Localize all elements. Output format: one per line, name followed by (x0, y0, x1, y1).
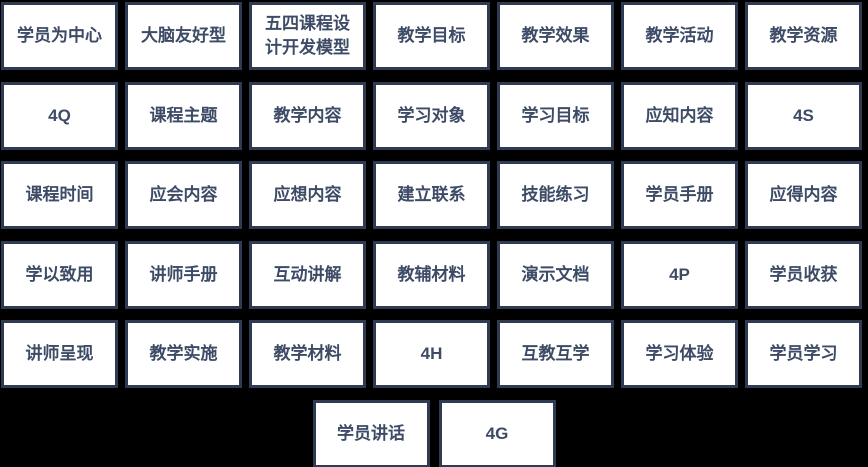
card-label: 大脑友好型 (141, 26, 226, 46)
card[interactable]: 应知内容 (621, 81, 738, 150)
card-label: 讲师呈现 (25, 344, 94, 364)
card[interactable]: 五四课程设 计开发模型 (249, 2, 366, 70)
card[interactable]: 教辅材料 (373, 240, 490, 309)
card-label: 4S (793, 105, 814, 125)
card[interactable]: 教学效果 (497, 2, 614, 70)
card-label: 互动讲解 (273, 264, 342, 284)
card-label: 4H (420, 344, 443, 364)
card-label: 应得内容 (769, 185, 838, 205)
card[interactable]: 互教互学 (497, 320, 614, 388)
card[interactable]: 学员收获 (745, 240, 862, 309)
card-label: 学员为中心 (17, 26, 102, 46)
card-label: 学以致用 (25, 264, 94, 284)
card-label: 学习目标 (521, 105, 590, 125)
card-label: 应会内容 (149, 185, 218, 205)
card-label: 学员手册 (645, 185, 714, 205)
card[interactable]: 4Q (1, 81, 118, 150)
card-label: 学员收获 (769, 264, 838, 284)
card-label: 4G (485, 423, 509, 443)
card-label: 课程时间 (25, 185, 94, 205)
card-label: 学员讲话 (337, 423, 405, 443)
card-label: 技能练习 (521, 185, 590, 205)
card[interactable]: 学习体验 (621, 320, 738, 388)
card[interactable]: 学员为中心 (1, 2, 118, 70)
card-label: 学习体验 (645, 344, 714, 364)
card-label: 教学资源 (769, 26, 838, 46)
card[interactable]: 应得内容 (745, 161, 862, 229)
card-grid: 学员为中心 大脑友好型 五四课程设 计开发模型 教学目标 教学效果 教学活动 教… (1, 2, 862, 388)
card[interactable]: 大脑友好型 (125, 2, 242, 70)
card-label: 教学目标 (397, 26, 466, 46)
card-label: 教学效果 (521, 26, 590, 46)
card[interactable]: 教学资源 (745, 2, 862, 70)
card-label: 学习对象 (397, 105, 466, 125)
card[interactable]: 学员学习 (745, 320, 862, 388)
card[interactable]: 互动讲解 (249, 240, 366, 309)
card-label: 课程主题 (149, 105, 218, 125)
card-label: 讲师手册 (149, 264, 218, 284)
card-label: 教学活动 (645, 26, 714, 46)
card[interactable]: 应会内容 (125, 161, 242, 229)
card[interactable]: 4P (621, 240, 738, 309)
card[interactable]: 教学内容 (249, 81, 366, 150)
card[interactable]: 技能练习 (497, 161, 614, 229)
card-label: 应知内容 (645, 105, 714, 125)
card-label: 演示文档 (521, 264, 590, 284)
card[interactable]: 教学目标 (373, 2, 490, 70)
card[interactable]: 4G (438, 399, 556, 467)
card[interactable]: 应想内容 (249, 161, 366, 229)
card-label: 教学材料 (273, 344, 342, 364)
card-label: 教学实施 (149, 344, 218, 364)
card[interactable]: 学习对象 (373, 81, 490, 150)
card-label: 教学内容 (273, 105, 342, 125)
card[interactable]: 建立联系 (373, 161, 490, 229)
card-label: 教辅材料 (397, 264, 466, 284)
card[interactable]: 学以致用 (1, 240, 118, 309)
card[interactable]: 演示文档 (497, 240, 614, 309)
card[interactable]: 学员手册 (621, 161, 738, 229)
card[interactable]: 课程主题 (125, 81, 242, 150)
card[interactable]: 教学材料 (249, 320, 366, 388)
card[interactable]: 教学活动 (621, 2, 738, 70)
card-label: 应想内容 (273, 185, 342, 205)
card-label: 4Q (48, 105, 71, 125)
card-label: 互教互学 (521, 344, 590, 364)
card-label: 建立联系 (397, 185, 466, 205)
card[interactable]: 学员讲话 (312, 399, 430, 467)
card-label: 学员学习 (769, 344, 838, 364)
card-label: 五四课程设 计开发模型 (265, 14, 350, 57)
card[interactable]: 4S (745, 81, 862, 150)
card-label: 4P (669, 264, 690, 284)
card[interactable]: 课程时间 (1, 161, 118, 229)
card[interactable]: 讲师呈现 (1, 320, 118, 388)
card[interactable]: 学习目标 (497, 81, 614, 150)
bottom-card-row: 学员讲话 4G (0, 399, 868, 467)
card[interactable]: 4H (373, 320, 490, 388)
card[interactable]: 讲师手册 (125, 240, 242, 309)
card[interactable]: 教学实施 (125, 320, 242, 388)
